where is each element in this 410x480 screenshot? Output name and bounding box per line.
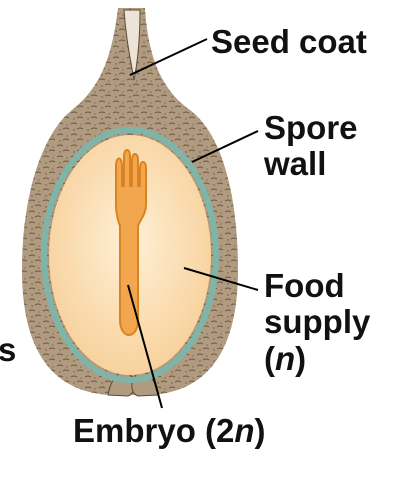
- label-food-supply-line-1: Food: [264, 267, 345, 304]
- embryo-leader-line: [127, 284, 163, 409]
- spore-wall-leader-line: [191, 130, 259, 163]
- label-food-supply: Food supply (n): [264, 267, 371, 377]
- label-food-supply-line-3: (n): [264, 339, 307, 377]
- embryo-shape: [115, 149, 147, 336]
- label-cut-off-left: s: [0, 331, 17, 368]
- spore-wall-ring: [41, 127, 219, 383]
- label-embryo: Embryo (2n): [73, 412, 266, 449]
- label-spore-wall: Spore wall: [264, 109, 358, 183]
- label-spore-wall-line-2: wall: [264, 145, 327, 183]
- label-spore-wall-line-1: Spore: [264, 109, 358, 146]
- food-supply-leader-line: [183, 267, 259, 291]
- label-food-supply-line-2: supply: [264, 303, 371, 341]
- label-seed-coat: Seed coat: [211, 23, 367, 60]
- seed-coat-leader-line: [129, 38, 208, 76]
- micropyle-canal: [123, 9, 141, 81]
